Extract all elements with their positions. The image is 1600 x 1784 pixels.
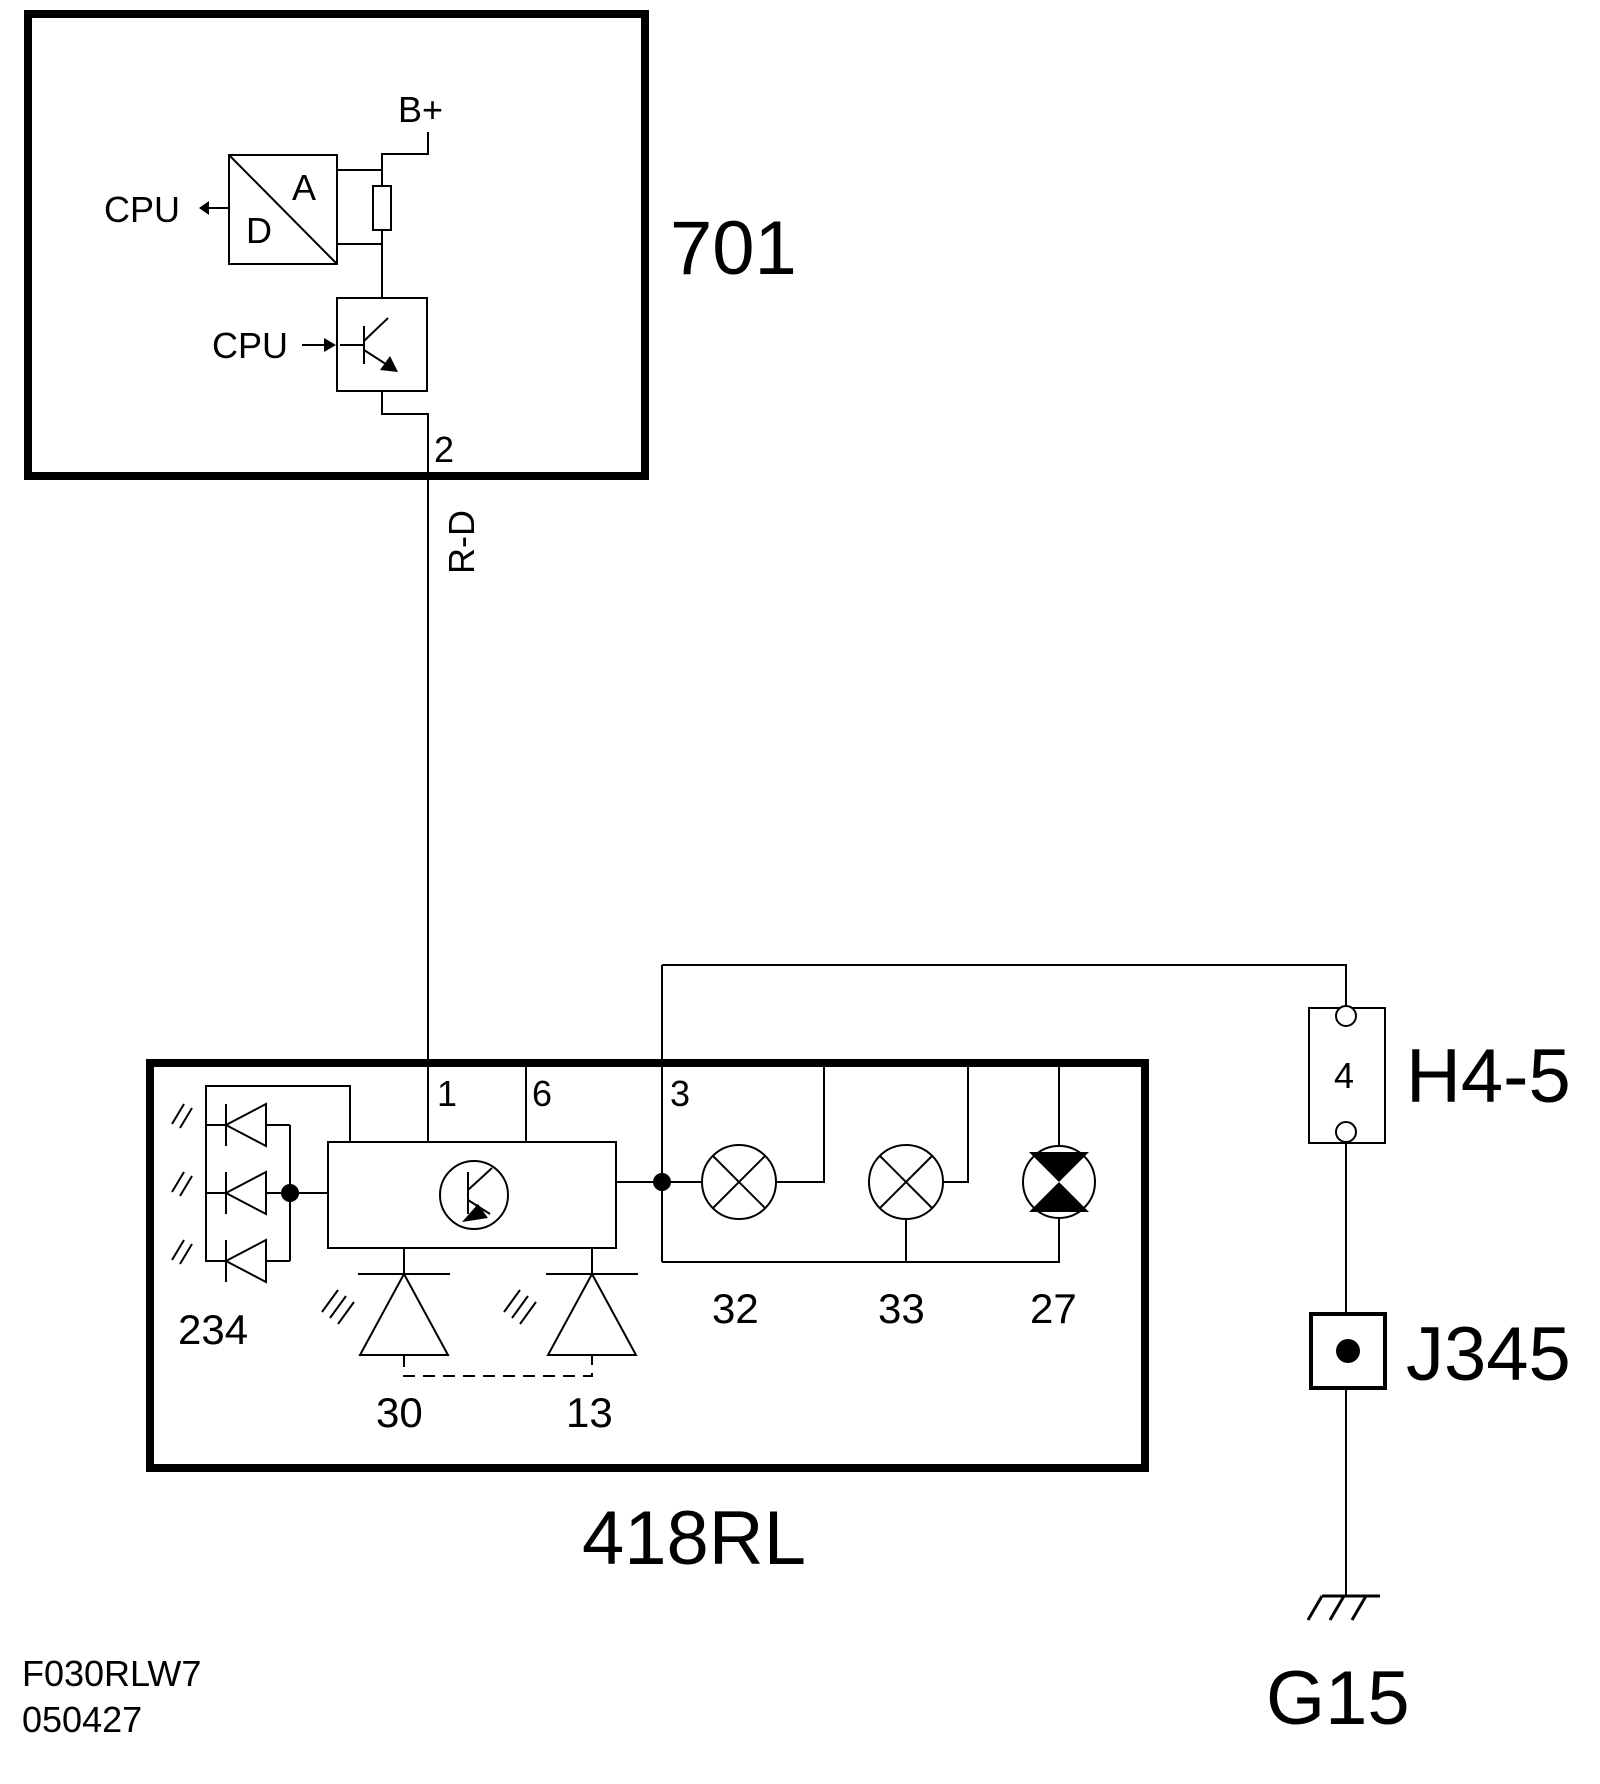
module-418rl-box [146,1059,1149,1472]
connector-terminal-bottom [1335,1121,1357,1143]
splice-label: J345 [1406,1312,1571,1397]
bulb-return-wire [662,1214,1060,1263]
photodiode-13-light-icon [503,1289,537,1325]
module-701-label: 701 [670,206,797,291]
photodiode-30 [321,1248,450,1356]
led-3 [171,1238,290,1284]
ground-return-wire [662,964,1347,1008]
drawing-code: F030RLW7 [22,1653,201,1694]
control-chip [327,1141,617,1249]
wire-color-label: R-D [441,510,482,574]
ad-converter-d-label: D [246,210,272,251]
cpu-out-arrow-icon [199,201,209,215]
pin-1-label: 1 [437,1073,457,1114]
resistor-top-wire [337,169,383,186]
photodiode-30-label: 30 [376,1389,423,1436]
pin-3-label: 3 [670,1073,690,1114]
led-group-label: 234 [178,1306,248,1353]
photodiode-13 [503,1248,638,1356]
cpu-in-label: CPU [212,325,288,366]
bulb-32-icon [662,1063,825,1220]
pin-6-label: 6 [532,1073,552,1114]
led-supply-wire [205,1085,351,1262]
led-1-light-icon [171,1103,193,1129]
led-1 [171,1102,290,1148]
ad-converter-diagonal [228,154,338,265]
module-418rl-label: 418RL [582,1496,806,1581]
connector-terminal-top [1335,1005,1357,1027]
bulb-27-icon [1022,1063,1096,1219]
pullup-resistor [372,185,392,231]
photodiode-13-label: 13 [566,1389,613,1436]
output-transistor-collector [363,317,389,342]
splice-dot [1336,1339,1360,1363]
bulb-33-icon [868,1063,969,1220]
b-plus-wire [381,132,429,184]
output-transistor-arrow-icon [380,356,398,372]
chip-transistor-collector [467,1167,493,1191]
module-701-box [24,10,649,480]
b-plus-label: B+ [398,89,443,130]
chip-transistor-arrow-icon [462,1204,488,1222]
photodiode-link-dashed [403,1355,593,1377]
cpu-out-label: CPU [104,189,180,230]
photodiode-30-light-icon [321,1289,355,1325]
ground-label: G15 [1266,1656,1410,1741]
resistor-bottom-wire [337,230,383,245]
connector-pin-label: 4 [1334,1055,1354,1096]
bulb-32-label: 32 [712,1285,759,1332]
date-code: 050427 [22,1699,142,1740]
bulb-27-label: 27 [1030,1285,1077,1332]
connector-label: H4-5 [1406,1034,1571,1119]
ground-icon [1306,1594,1380,1621]
ecu-pin-2-label: 2 [434,429,454,470]
led-2-light-icon [171,1171,193,1197]
cpu-in-arrow-icon [324,338,336,352]
led-2 [171,1170,290,1216]
bulb-33-label: 33 [878,1285,925,1332]
led-3-light-icon [171,1239,193,1265]
ad-converter-a-label: A [292,167,316,208]
chip-transistor-circle [439,1160,509,1230]
transistor-to-pin-wire [381,391,429,476]
splice-j345 [1309,1312,1387,1390]
